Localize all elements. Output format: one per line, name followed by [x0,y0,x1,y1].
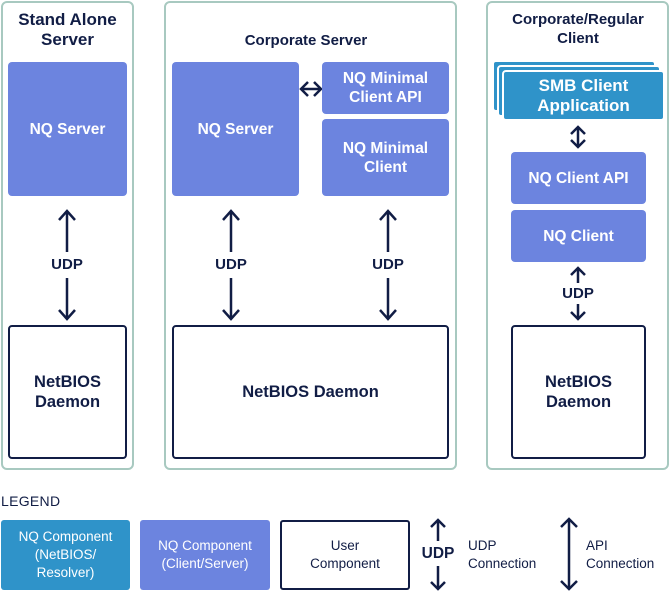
udp-arrow-down-standalone [58,278,76,321]
nq-server-box: NQ Server [172,62,299,196]
udp-arrow-down-corporate-right [379,278,397,321]
nq-server-box: NQ Server [8,62,127,196]
api-arrow-vertical-client [570,125,586,149]
legend-udp-arrow-up [430,518,446,541]
udp-arrow-up-corporate-left [222,209,240,252]
smb-client-application-box: SMB Client Application [502,70,665,121]
legend-nq-component-client-server: NQ Component (Client/Server) [140,520,270,590]
udp-arrow-up-client [570,266,586,283]
nq-client-api-box: NQ Client API [511,152,646,204]
netbios-daemon-box: NetBIOS Daemon [172,325,449,459]
standalone-server-title: Stand Alone Server [18,10,117,49]
nq-client-box: NQ Client [511,210,646,262]
legend-api-connection-text: API Connection [586,538,655,571]
udp-arrow-up-corporate-right [379,209,397,252]
nq-minimal-client-api-box: NQ Minimal Client API [322,62,449,114]
udp-arrow-up-standalone [58,209,76,252]
udp-label-corporate-right: UDP [372,256,404,273]
api-arrow-horizontal [299,81,323,97]
nq-minimal-client-box: NQ Minimal Client [322,119,449,196]
corporate-server-title: Corporate Server [244,32,368,49]
udp-arrow-down-client [570,304,586,321]
netbios-daemon-box: NetBIOS Daemon [8,325,127,459]
netbios-daemon-box: NetBIOS Daemon [511,325,646,459]
udp-label-standalone: UDP [51,256,83,273]
legend-udp-connection-text: UDP Connection [468,538,537,571]
legend-title: LEGEND [1,493,61,509]
legend-udp-label: UDP [421,545,455,562]
corporate-client-title: Corporate/Regular Client [512,11,644,47]
udp-label-corporate-left: UDP [215,256,247,273]
udp-label-client: UDP [562,285,594,302]
legend-nq-component-resolver: NQ Component (NetBIOS/ Resolver) [1,520,130,590]
udp-arrow-down-corporate-left [222,278,240,321]
legend-user-component: User Component [280,520,410,590]
legend-udp-arrow-down [430,566,446,591]
legend-api-arrow [560,517,578,591]
